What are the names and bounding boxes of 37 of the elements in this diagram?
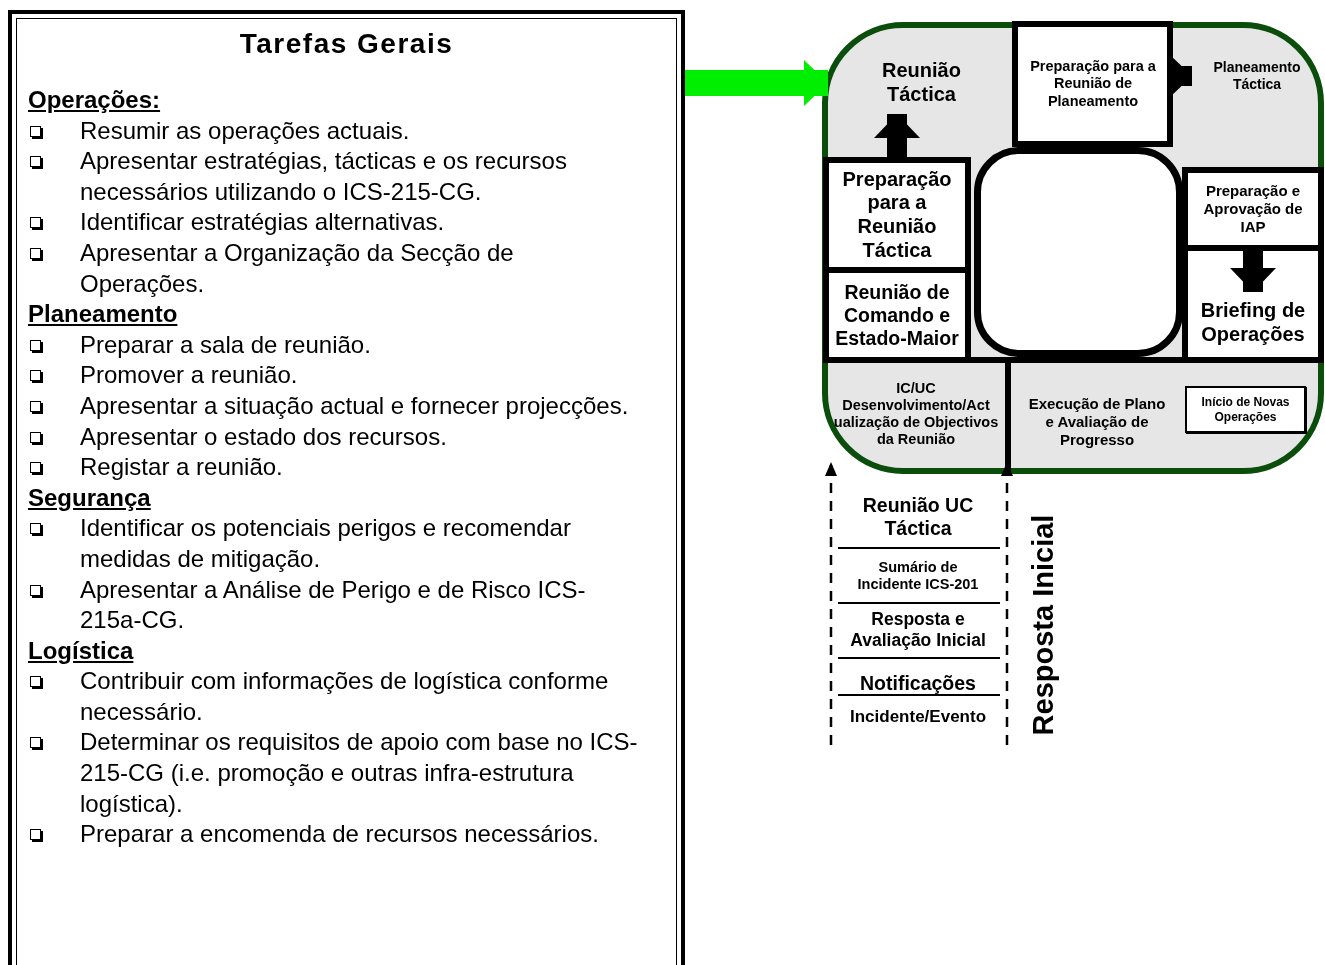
task-item: Apresentar a Análise de Perigo e de Risco ICS-215a-CG. (80, 574, 587, 636)
stage-label: Notificações (840, 670, 996, 696)
stage-label: Reunião UC Táctica (840, 489, 996, 545)
task-item: Contribuir com informações de logística conforme necessário. (80, 666, 610, 727)
section-heading: Segurança (28, 482, 151, 513)
section-heading: Logística (28, 635, 134, 666)
stage-label: Reunião de Comando e Estado-Maior (829, 273, 965, 357)
task-item: Identificar os potenciais perigos e recomendar medidas de mitigação. (80, 513, 572, 574)
task-item: Apresentar a situação actual e fornecer projecções. (80, 390, 630, 421)
task-item: Preparar a sala de reunião. (80, 329, 372, 360)
stage-label: Resposta e Avaliação Inicial (840, 606, 996, 654)
task-item: Registar a reunião. (80, 452, 284, 483)
stage-label: Incidente/Evento (840, 704, 996, 730)
stage-label: Planeamento Táctica (1192, 52, 1322, 100)
stage-box: Início de Novas Operações (1185, 386, 1306, 433)
stage-label: Execução de Plano e Avaliação de Progresso (1028, 383, 1166, 461)
vertical-label: Resposta Inicial (1026, 513, 1060, 738)
panel-title: Tarefas Gerais (238, 28, 455, 60)
task-item: Apresentar o estado dos recursos. (80, 421, 448, 452)
section-heading: Planeamento (28, 299, 178, 330)
stage-label: IC/UC Desenvolvimento/Act ualização de Objectivos da Reunião (826, 366, 1006, 462)
task-item: Apresentar estratégias, tácticas e os recursos necessários utilizando o ICS-215-CG. (80, 146, 568, 207)
stage-label: Briefing de Operações (1188, 292, 1318, 354)
dashed-arrow (825, 462, 837, 745)
task-item: Promover a reunião. (80, 360, 299, 391)
block-arrow (685, 60, 828, 106)
stage-label: Preparação e Aprovação de IAP (1188, 173, 1318, 245)
section-heading: Operações: (28, 85, 161, 115)
task-item: Preparar a encomenda de recursos necessários. (80, 819, 600, 850)
stage-label: Reunião Táctica (828, 52, 1015, 114)
stage-label: Preparação para a Reunião Táctica (829, 163, 965, 267)
task-item: Determinar os requisitos de apoio com base no ICS-215-CG (i.e. promoção e outras infra-estrutura logística). (80, 727, 639, 819)
task-item: Identificar estratégias alternativas. (80, 207, 446, 238)
task-item: Apresentar a Organização da Secção de Operações. (80, 237, 515, 299)
stage-label: Sumário de Incidente ICS-201 (840, 550, 996, 602)
task-panel (8, 10, 685, 965)
task-item: Resumir as operações actuais. (80, 115, 411, 146)
